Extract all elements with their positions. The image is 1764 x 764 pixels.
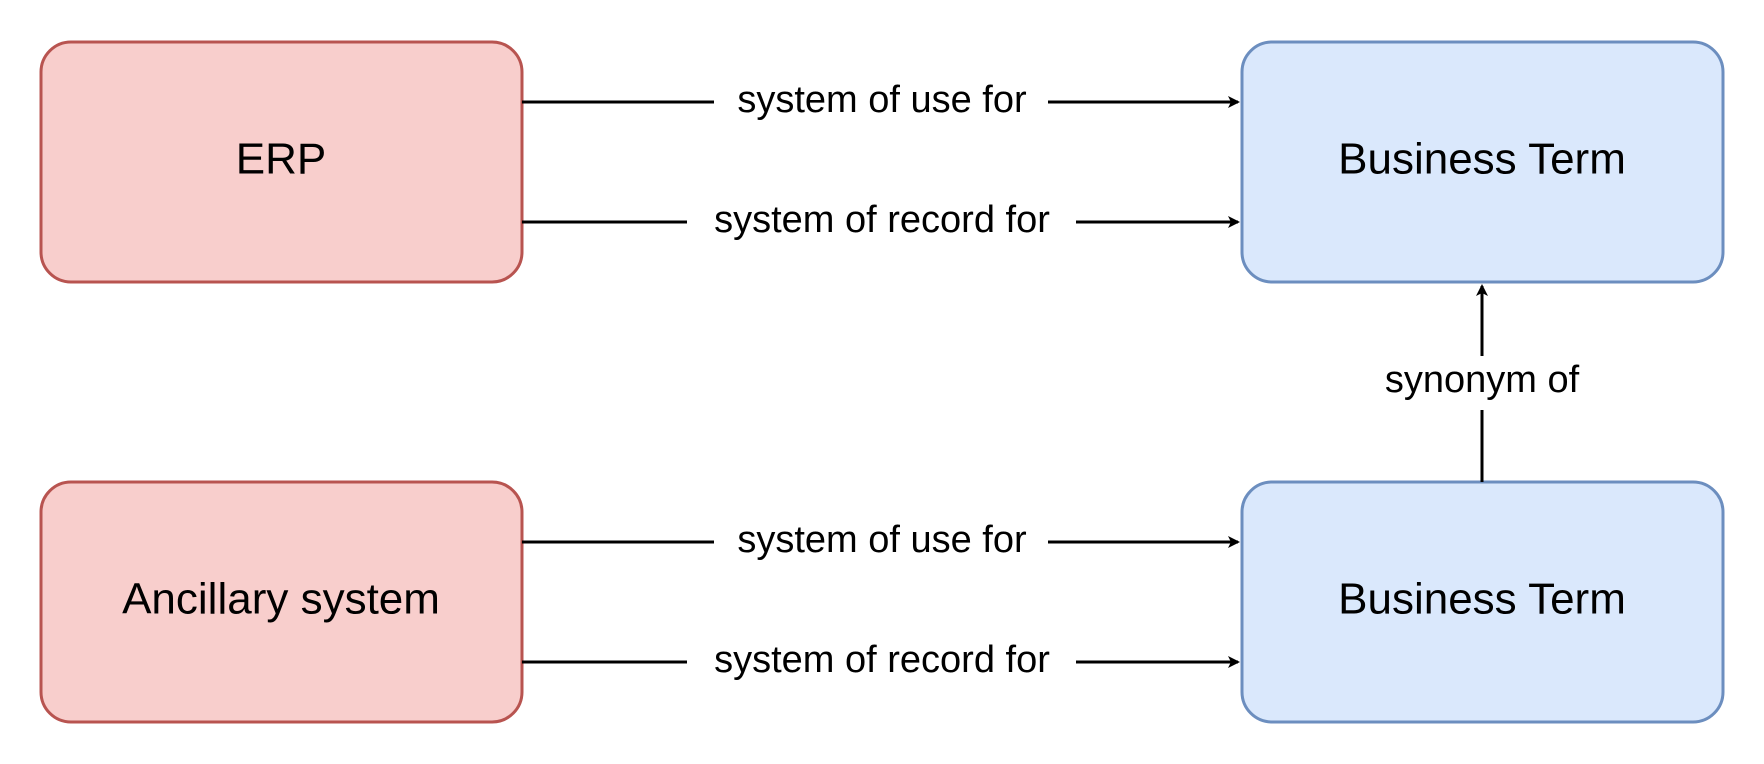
node-business-term-top-label: Business Term (1338, 135, 1626, 184)
node-ancillary-system[interactable]: Ancillary system (39, 480, 524, 724)
edge-ancillary-system-of-record-label: system of record for (714, 639, 1050, 681)
edge-erp-system-of-record-label: system of record for (714, 199, 1050, 241)
node-business-term-top[interactable]: Business Term (1240, 40, 1725, 284)
edge-ancillary-system-of-use-label: system of use for (737, 519, 1027, 561)
node-erp-label: ERP (236, 135, 326, 184)
edge-erp-system-of-use-label: system of use for (737, 79, 1027, 121)
edge-synonym-of-label: synonym of (1385, 359, 1580, 401)
node-business-term-bottom-label: Business Term (1338, 575, 1626, 624)
node-business-term-bottom[interactable]: Business Term (1240, 480, 1725, 724)
edge-ancillary-system-of-record[interactable]: system of record for (522, 639, 1240, 681)
node-erp[interactable]: ERP (39, 40, 524, 284)
edge-erp-system-of-use[interactable]: system of use for (522, 79, 1240, 121)
edge-erp-system-of-record[interactable]: system of record for (522, 199, 1240, 241)
node-ancillary-system-label: Ancillary system (122, 575, 440, 624)
edge-synonym-of[interactable]: synonym of (1385, 284, 1580, 482)
edge-ancillary-system-of-use[interactable]: system of use for (522, 519, 1240, 561)
